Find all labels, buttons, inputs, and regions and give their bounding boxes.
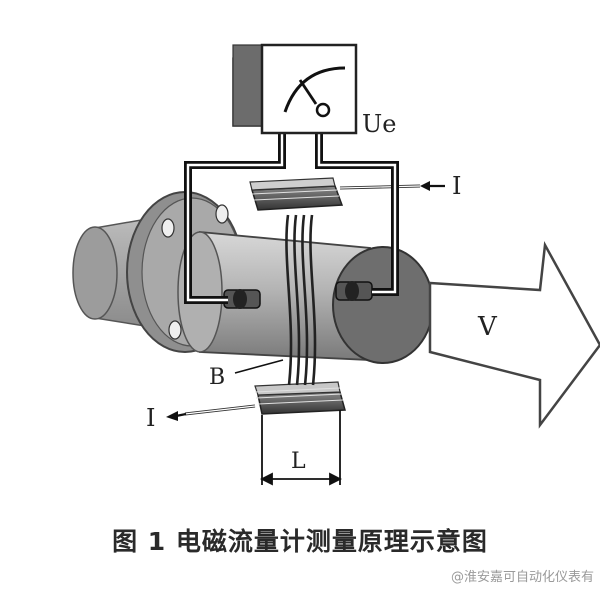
voltage-label: Ue — [362, 110, 396, 138]
bottom-coil — [254, 381, 346, 415]
figure-caption: 图 1 电磁流量计测量原理示意图 — [112, 527, 488, 556]
meter-needle — [298, 79, 318, 105]
current-out-label: I — [146, 404, 155, 432]
pipe-outlet — [332, 246, 434, 364]
bolt-hole — [215, 204, 229, 224]
arrow-in-icon — [420, 181, 430, 191]
measuring-pipe — [177, 231, 434, 364]
length-dimension — [259, 410, 343, 486]
right-electrode — [335, 281, 373, 301]
magnetic-field-lines — [285, 214, 317, 386]
current-leads — [166, 181, 445, 421]
velocity-arrow — [428, 240, 600, 429]
top-coil — [249, 177, 344, 211]
meter-scale-arc — [283, 66, 346, 113]
bolt-hole — [161, 218, 175, 238]
meter-pivot — [315, 102, 331, 118]
length-label: L — [291, 449, 306, 474]
watermark: @淮安嘉可自动化仪表有 — [450, 570, 594, 585]
arrow-out-icon — [166, 411, 178, 421]
voltmeter — [232, 43, 358, 135]
left-electrode — [223, 289, 261, 309]
velocity-label: V — [477, 312, 498, 342]
bolt-hole — [168, 320, 182, 340]
electrodes — [223, 281, 373, 309]
field-label: B — [209, 365, 225, 390]
current-in-label: I — [452, 172, 461, 200]
field-pointer — [234, 359, 284, 374]
